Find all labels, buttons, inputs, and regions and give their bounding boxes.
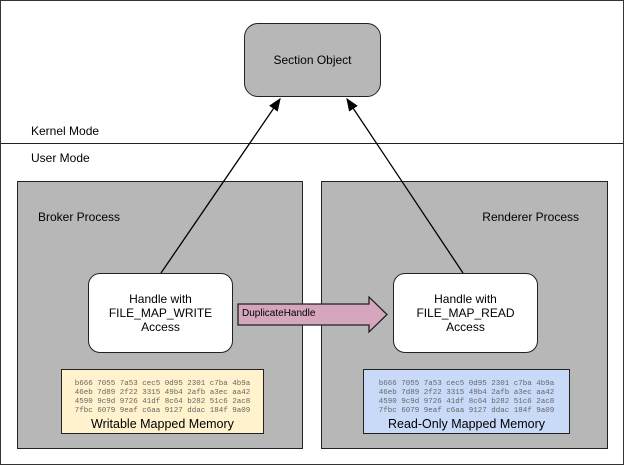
kernel-mode-label: Kernel Mode [31, 124, 100, 138]
user-mode-label: User Mode [31, 151, 90, 165]
handle-line: Access [446, 320, 485, 334]
handle-line: FILE_MAP_READ [416, 306, 515, 320]
memory-title: Writable Mapped Memory [91, 417, 234, 431]
hex-line: 4590 9c9d 9726 41df 8c64 b282 51c6 2ac8 [74, 398, 251, 406]
renderer-to-section-arrow [346, 97, 464, 274]
renderer-handle: Handle with FILE_MAP_READ Access [393, 273, 538, 353]
hex-line: b666 7055 7a53 cec5 0d95 2301 c7ba 4b9a [74, 380, 251, 388]
broker-title: Broker Process [38, 210, 121, 224]
handle-line: FILE_MAP_WRITE [108, 306, 213, 320]
section-object-label: Section Object [273, 53, 352, 67]
broker-to-section-arrow [160, 97, 281, 274]
memory-title: Read-Only Mapped Memory [387, 417, 545, 431]
section-object: Section Object [244, 23, 381, 97]
mode-divider [1, 143, 623, 144]
hex-line: 46eb 7d89 2f22 3315 49b4 2afb a3ec aa42 [378, 389, 555, 397]
writable-memory: b666 7055 7a53 cec5 0d95 2301 c7ba 4b9a … [61, 369, 264, 434]
readonly-memory: b666 7055 7a53 cec5 0d95 2301 c7ba 4b9a … [363, 369, 570, 434]
hex-line: 46eb 7d89 2f22 3315 49b4 2afb a3ec aa42 [74, 389, 251, 397]
renderer-title: Renderer Process [482, 210, 579, 224]
hex-line: 7fbc 6079 9eaf c6aa 9127 ddac 184f 9a09 [74, 407, 251, 415]
handle-line: Handle with [434, 292, 497, 306]
duplicate-handle-label: DuplicateHandle [242, 308, 316, 319]
handle-line: Handle with [129, 292, 192, 306]
handle-line: Access [141, 320, 180, 334]
broker-handle: Handle with FILE_MAP_WRITE Access [88, 273, 233, 353]
hex-line: 7fbc 6079 9eaf c6aa 9127 ddac 184f 9a09 [378, 407, 555, 415]
hex-line: 4590 9c9d 9726 41df 8c64 b282 51c6 2ac8 [378, 398, 555, 406]
hex-line: b666 7055 7a53 cec5 0d95 2301 c7ba 4b9a [378, 380, 555, 388]
duplicate-handle-arrow [237, 295, 388, 334]
